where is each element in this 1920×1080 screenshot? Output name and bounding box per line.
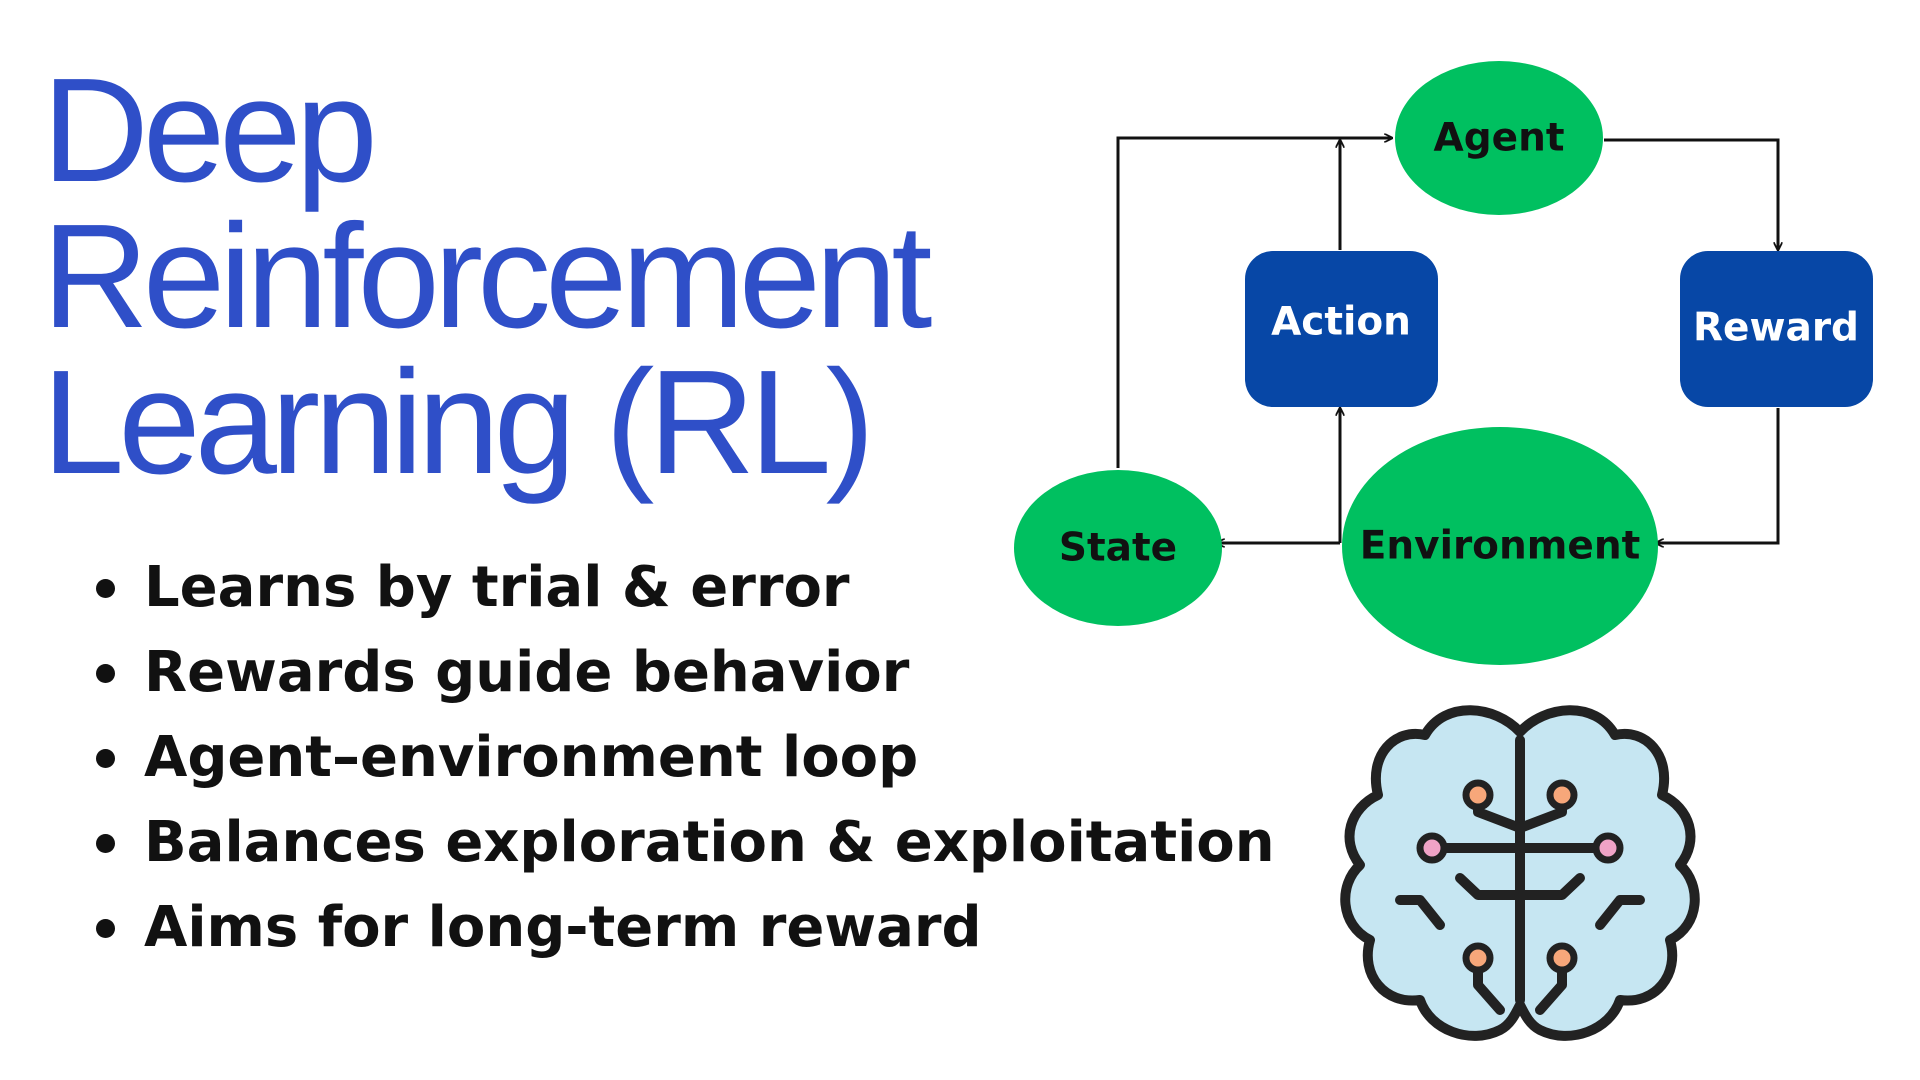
node-agent: Agent (1395, 61, 1603, 215)
node-environment: Environment (1342, 427, 1658, 665)
bullet-text: Agent–environment loop (144, 725, 919, 790)
bullet-text: Rewards guide behavior (144, 640, 910, 705)
bullet-item: Rewards guide behavior (96, 630, 1275, 715)
bullet-text: Learns by trial & error (144, 555, 850, 620)
bullet-dot (96, 919, 115, 938)
bullet-dot (96, 664, 115, 683)
title-line-2: Reinforcement (42, 194, 932, 359)
action-label: Action (1271, 300, 1411, 345)
agent-to-reward-arrow (1604, 138, 1778, 250)
state-label: State (1059, 526, 1177, 571)
agent-label: Agent (1434, 116, 1565, 161)
state-to-agent-arrow (1116, 138, 1392, 468)
node-action: Action (1245, 251, 1438, 407)
connectors (1116, 138, 1780, 543)
title-line-1: Deep (42, 48, 378, 213)
node-reward: Reward (1680, 251, 1873, 407)
bullet-dot (96, 749, 115, 768)
bullet-item: Balances exploration & exploitation (96, 800, 1275, 885)
reward-label: Reward (1693, 306, 1859, 351)
page-title: Deep Reinforcement Learning (RL) (42, 48, 1042, 505)
bullet-list: Learns by trial & error Rewards guide be… (96, 545, 1275, 970)
bullet-item: Aims for long-term reward (96, 885, 1275, 970)
bullet-item: Learns by trial & error (96, 545, 1275, 630)
node-state: State (1014, 470, 1222, 626)
bullet-dot (96, 579, 115, 598)
bullet-text: Balances exploration & exploitation (144, 810, 1275, 875)
bullet-dot (96, 834, 115, 853)
bullet-item: Agent–environment loop (96, 715, 1275, 800)
environment-label: Environment (1360, 524, 1640, 569)
brain-icon (1340, 705, 1700, 1041)
title-line-3: Learning (RL) (42, 340, 875, 505)
bullet-text: Aims for long-term reward (144, 895, 982, 960)
reward-to-environment-arrow (1656, 408, 1780, 543)
